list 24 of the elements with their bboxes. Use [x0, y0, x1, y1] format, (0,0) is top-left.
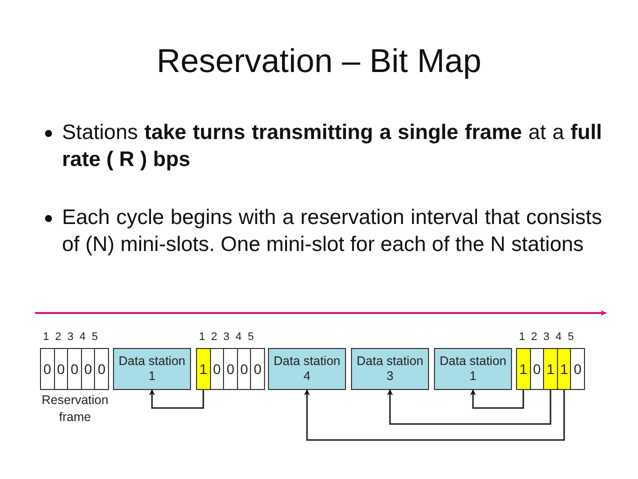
bit-cell: 1 — [516, 348, 531, 390]
arrow — [149, 389, 204, 409]
arrow — [470, 389, 524, 409]
bit-cell: 0 — [250, 348, 265, 390]
bit-cell: 1 — [196, 348, 211, 390]
slide-title: Reservation – Bit Map — [156, 42, 482, 80]
data-frame-box: Data station 3 — [351, 348, 429, 390]
bit-cell: 0 — [570, 348, 585, 390]
data-frame-box: Data station 4 — [268, 348, 346, 390]
bit-cell: 0 — [94, 348, 109, 390]
bit-cell: 0 — [67, 348, 82, 390]
data-frame-box: Data station 1 — [434, 348, 512, 390]
slot-numbers: 1 2 3 4 5 — [199, 331, 254, 343]
bit-cell: 0 — [40, 348, 55, 390]
data-frame-box: Data station 1 — [113, 348, 191, 390]
arrow — [304, 389, 565, 441]
slot-numbers: 1 2 3 4 5 — [519, 331, 574, 343]
bit-cell: 0 — [223, 348, 238, 390]
frame-caption: Reservation frame — [40, 392, 110, 426]
slot-numbers: 1 2 3 4 5 — [43, 331, 98, 343]
arrow — [387, 389, 552, 425]
bit-cell: 1 — [543, 348, 558, 390]
bullet-text: Stations take turns transmitting a single frame at a full rate ( R ) bps — [62, 120, 602, 173]
bullet-text: Each cycle begins with a reservation interval that consists of (N) mini-slots. One mini-slot for each of the N stations — [62, 205, 602, 258]
